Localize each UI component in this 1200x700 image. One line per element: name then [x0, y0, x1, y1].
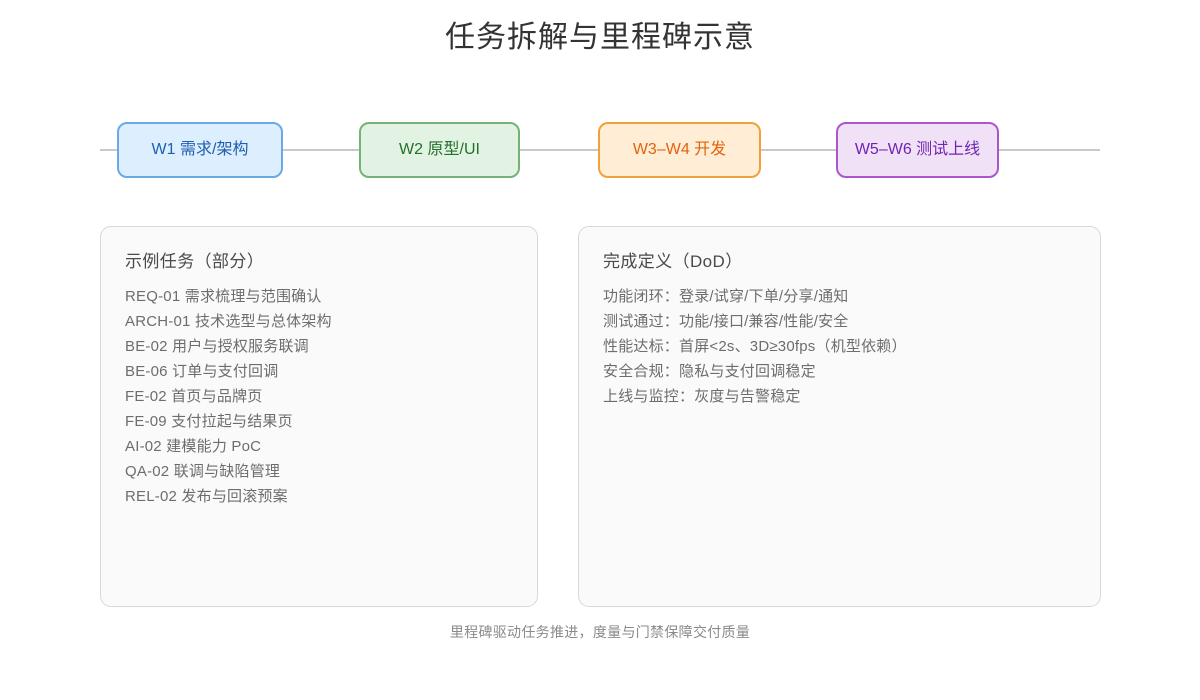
list-item: 测试通过：功能/接口/兼容/性能/安全 [603, 313, 849, 330]
list-item: 上线与监控：灰度与告警稳定 [603, 388, 801, 405]
list-item: BE-06 订单与支付回调 [125, 363, 279, 380]
list-item: AI-02 建模能力 PoC [125, 438, 262, 455]
list-item: FE-02 首页与品牌页 [125, 388, 263, 405]
milestone-node-w3-w4[interactable]: W3–W4 开发 [598, 122, 761, 178]
list-item: REL-02 发布与回滚预案 [125, 488, 288, 505]
milestone-node-w2[interactable]: W2 原型/UI [359, 122, 520, 178]
list-item: 安全合规：隐私与支付回调稳定 [603, 363, 816, 380]
sample-tasks-list: REQ-01 需求梳理与范围确认 ARCH-01 技术选型与总体架构 BE-02 用… [125, 284, 513, 509]
milestone-node-w1[interactable]: W1 需求/架构 [117, 122, 283, 178]
list-item: FE-09 支付拉起与结果页 [125, 413, 293, 430]
list-item: QA-02 联调与缺陷管理 [125, 463, 281, 480]
list-item: 性能达标：首屏<2s、3D≥30fps（机型依赖） [603, 338, 907, 355]
list-item: REQ-01 需求梳理与范围确认 [125, 288, 322, 305]
list-item: 功能闭环：登录/试穿/下单/分享/通知 [603, 288, 849, 305]
list-item: BE-02 用户与授权服务联调 [125, 338, 309, 355]
dod-title: 完成定义（DoD） [603, 252, 743, 271]
footer-note: 里程碑驱动任务推进，度量与门禁保障交付质量 [449, 624, 751, 640]
sample-tasks-panel: 示例任务（部分） REQ-01 需求梳理与范围确认 ARCH-01 技术选型与总体… [100, 226, 538, 607]
page-title: 任务拆解与里程碑示意 [445, 21, 755, 54]
milestone-node-w5-w6[interactable]: W5–W6 测试上线 [836, 122, 999, 178]
list-item: ARCH-01 技术选型与总体架构 [125, 313, 332, 330]
milestone-timeline: W1 需求/架构 W2 原型/UI W3–W4 开发 W5–W6 测试上线 [0, 122, 1200, 178]
dod-panel: 完成定义（DoD） 功能闭环：登录/试穿/下单/分享/通知测试通过：功能/接口/… [578, 226, 1101, 607]
sample-tasks-title: 示例任务（部分） [125, 252, 265, 271]
dod-list: 功能闭环：登录/试穿/下单/分享/通知测试通过：功能/接口/兼容/性能/安全性能… [603, 284, 1076, 409]
